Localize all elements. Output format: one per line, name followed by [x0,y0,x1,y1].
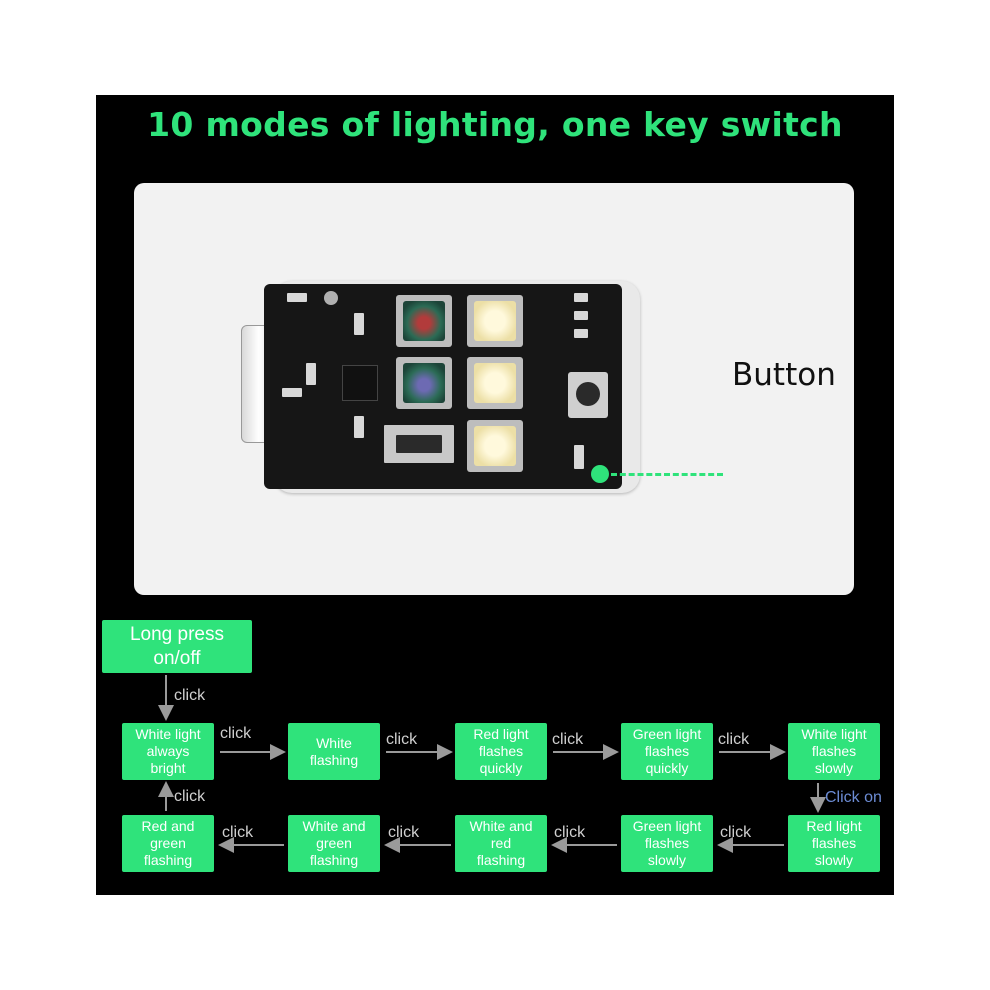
click-label: click [174,788,206,805]
smd-part [324,291,338,305]
flow-box-green-quick: Green light flashes quickly [621,723,713,780]
button-cap [576,382,600,406]
led7-white [467,295,523,347]
click-label: click [720,824,752,841]
click-label: click [386,731,418,748]
led6-white [467,357,523,409]
switch-sw1 [568,372,608,418]
infographic-frame: 10 modes of lighting, one key switch But… [96,95,894,895]
flow-box-red-slow: Red light flashes slowly [788,815,880,872]
click-label: click [554,824,586,841]
flow-box-red-green: Red and green flashing [122,815,214,872]
flow-box-green-slow: Green light flashes slowly [621,815,713,872]
click-label: click [174,687,206,704]
flow-box-white-slow: White light flashes slowly [788,723,880,780]
led2 [574,445,584,469]
ic-chip [342,365,378,401]
flow-box-white-bright: White light always bright [122,723,214,780]
resistor-r2 [574,293,588,302]
resistor-body [396,435,442,453]
click-label: click [718,731,750,748]
resistor-r3 [574,311,588,320]
click-on-label: Click on [825,789,882,806]
page-title: 10 modes of lighting, one key switch [147,105,843,144]
button-callout-line [611,473,723,476]
flow-box-white-green: White and green flashing [288,815,380,872]
capacitor-c1 [354,313,364,335]
flow-arrows [158,675,826,853]
flow-start-box: Long press on/off [102,620,252,673]
capacitor-c2 [354,416,364,438]
smd-part [306,363,316,385]
click-label: click [388,824,420,841]
led5-white [467,420,523,472]
flow-box-red-quick: Red light flashes quickly [455,723,547,780]
button-indicator-dot [591,465,609,483]
click-label: click [552,731,584,748]
click-label: click [220,725,252,742]
led4-colored [396,295,452,347]
flow-box-white-flashing: White flashing [288,723,380,780]
flow-box-white-red: White and red flashing [455,815,547,872]
resistor-r1 [574,329,588,338]
led3-colored [396,357,452,409]
click-label: click [222,824,254,841]
smd-part [282,388,302,397]
button-callout-label: Button [732,357,836,393]
smd-part [287,293,307,302]
product-photo [134,183,854,595]
